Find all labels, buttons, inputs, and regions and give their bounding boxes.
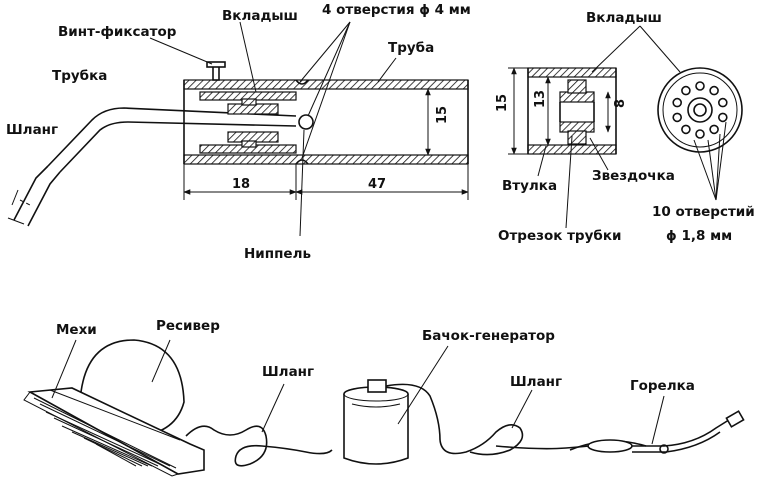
label-vkladysh: Вкладыш	[222, 8, 298, 24]
insert-detail-view: Вкладыш Втулка Звездочка Отрезок трубки …	[495, 10, 681, 244]
dim-8-insert: 8	[613, 99, 628, 108]
label-otverstiy-line2: ϕ 1,8 мм	[666, 228, 732, 244]
leader-lines	[149, 21, 397, 237]
hole-4	[717, 112, 728, 123]
label-shlang-top: Шланг	[6, 122, 58, 138]
label-mekhi: Мехи	[56, 322, 97, 338]
hole-8	[672, 112, 683, 123]
insert-end-view: 10 отверстий ϕ 1,8 мм	[652, 67, 755, 244]
label-trubka: Трубка	[52, 68, 107, 84]
hole-1	[695, 81, 705, 91]
label-gorelka: Горелка	[630, 378, 695, 394]
label-zvezdochka: Звездочка	[592, 168, 675, 184]
label-otverstiy-line1: 10 отверстий	[652, 204, 755, 220]
label-shlang-2: Шланг	[510, 374, 562, 390]
label-shlang-1: Шланг	[262, 364, 314, 380]
hole-3	[717, 97, 728, 108]
hole-9	[672, 97, 683, 108]
dim-47: 47	[368, 177, 386, 192]
hole-7	[681, 124, 691, 135]
hose-end	[7, 165, 61, 227]
label-otrezok: Отрезок трубки	[498, 228, 621, 244]
dim-13-insert: 13	[533, 90, 548, 108]
label-vtulka: Втулка	[502, 178, 557, 194]
dim-18: 18	[232, 177, 250, 192]
hole-5	[709, 124, 719, 135]
hole-10	[681, 85, 691, 96]
pipe-body	[183, 61, 469, 165]
dimension-lines	[183, 164, 469, 200]
hose-2	[439, 424, 607, 456]
hole-2	[709, 85, 719, 96]
holes-ring	[672, 81, 728, 139]
dim-15-pipe: 15	[435, 106, 450, 124]
assembly-view: Мехи Ресивер Шланг Бачок-генератор Шланг…	[23, 318, 745, 477]
label-resiver: Ресивер	[156, 318, 220, 334]
label-nippel: Ниппель	[244, 246, 311, 262]
label-vint-fiksator: Винт-фиксатор	[58, 24, 177, 40]
generator-tank	[343, 379, 441, 465]
hole-6	[695, 129, 705, 139]
label-vkladysh-detail: Вкладыш	[586, 10, 662, 26]
label-bachok: Бачок-генератор	[422, 328, 555, 344]
bent-tube	[47, 107, 297, 173]
hose-1	[185, 425, 333, 467]
label-truba: Труба	[388, 40, 434, 56]
dim-15-insert: 15	[495, 94, 510, 112]
burner	[569, 410, 745, 454]
label-otverstiya: 4 отверстия ϕ 4 мм	[322, 2, 471, 18]
bellows	[23, 387, 205, 477]
burner-section-view: Винт-фиксатор Вкладыш 4 отверстия ϕ 4 мм…	[6, 2, 471, 262]
